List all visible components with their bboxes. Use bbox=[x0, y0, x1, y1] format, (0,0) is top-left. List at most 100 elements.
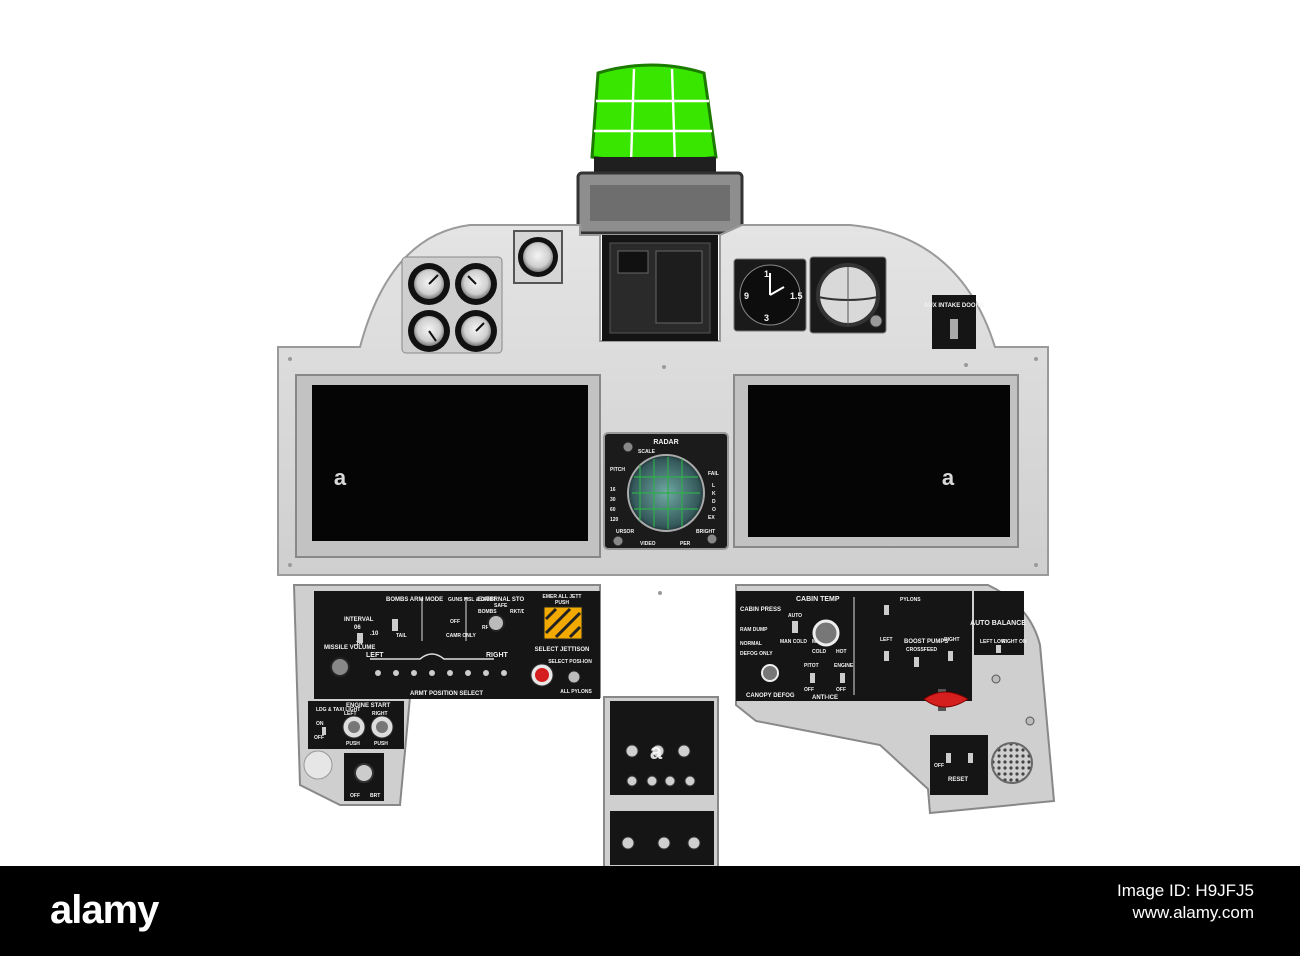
armt-position-switch[interactable] bbox=[501, 670, 507, 676]
cabin-temp-knob[interactable] bbox=[812, 619, 840, 647]
radar-title: RADAR bbox=[653, 439, 678, 446]
radar-side-mark: EX bbox=[708, 515, 715, 521]
pedestal-panel-2 bbox=[610, 735, 714, 795]
all-pylons-label: ALL PYLONS bbox=[560, 689, 592, 695]
reset-label: RESET bbox=[948, 777, 968, 783]
radar-knob-bright[interactable] bbox=[706, 533, 718, 545]
cabin-press-label: CABIN PRESS bbox=[740, 607, 781, 613]
right-mfd-screen bbox=[748, 385, 1010, 537]
brightness-brt-label: BRT bbox=[370, 793, 380, 799]
interval-value: .10 bbox=[370, 631, 379, 637]
hot-label: HOT bbox=[836, 649, 847, 655]
engine-start-left-label: LEFT bbox=[344, 711, 357, 717]
missile-volume-label: MISSILE VOLUME bbox=[324, 645, 375, 651]
radar-cursor-label: URSOR bbox=[616, 529, 634, 535]
interval-selector-switch[interactable] bbox=[357, 633, 363, 643]
boost-left-switch[interactable] bbox=[884, 651, 889, 661]
select-position-label: SELECT POSI-ION bbox=[548, 659, 592, 665]
pedestal-knob[interactable] bbox=[687, 836, 701, 850]
lower-right-switch[interactable] bbox=[968, 753, 973, 763]
auto-balance-label: AUTO BALANCE bbox=[970, 620, 1026, 627]
armt-position-select-label: ARMT POSITION SELECT bbox=[410, 691, 483, 697]
select-jettison-button[interactable] bbox=[535, 668, 549, 682]
emergency-red-handle-icon[interactable] bbox=[923, 689, 969, 711]
cold-label: COLD bbox=[812, 649, 827, 655]
bombs-arm-mode-switch[interactable] bbox=[392, 619, 398, 631]
pitot-switch[interactable] bbox=[810, 673, 815, 683]
armt-position-switch[interactable] bbox=[375, 670, 381, 676]
pedestal-knob[interactable] bbox=[651, 744, 665, 758]
cabin-press-switch[interactable] bbox=[792, 621, 798, 633]
pedestal-knob[interactable] bbox=[626, 775, 638, 787]
radar-knob-scale[interactable] bbox=[622, 441, 634, 453]
lower-right-switch[interactable] bbox=[946, 753, 951, 763]
safe-label: SAFE bbox=[494, 603, 508, 609]
engine-start-right-button[interactable] bbox=[376, 721, 388, 733]
external-stores-knob[interactable] bbox=[487, 614, 505, 632]
footer-logo[interactable]: alamy bbox=[50, 888, 159, 932]
camr-only-label: CAMR ONLY bbox=[446, 633, 476, 639]
armt-position-switch[interactable] bbox=[483, 670, 489, 676]
pedestal-knob[interactable] bbox=[664, 775, 676, 787]
boost-right-label: RIGHT bbox=[944, 637, 960, 643]
svg-text:1.5: 1.5 bbox=[790, 291, 803, 301]
watermark-group: a a a bbox=[334, 465, 955, 764]
boost-left-label: LEFT bbox=[880, 637, 893, 643]
defog-only-label: DEFOG ONLY bbox=[740, 651, 773, 657]
pedestal-knob[interactable] bbox=[657, 836, 671, 850]
brightness-panel: OFF BRT bbox=[344, 753, 384, 801]
cockpit-vent-icon bbox=[303, 750, 333, 780]
speaker-grille-icon bbox=[991, 742, 1033, 784]
pedestal-knob[interactable] bbox=[677, 744, 691, 758]
engine-off-label: OFF bbox=[836, 687, 846, 693]
select-jettison-label: SELECT JETTISON bbox=[535, 647, 590, 653]
auto-balance-switch[interactable] bbox=[996, 645, 1001, 653]
left-mfd-screen bbox=[312, 385, 588, 541]
left-mfd bbox=[295, 374, 601, 558]
emer-all-jett-button[interactable] bbox=[543, 606, 583, 640]
reset-off-label: OFF bbox=[934, 763, 944, 769]
brightness-knob[interactable] bbox=[354, 763, 374, 783]
radar-range-mark: 120 bbox=[610, 517, 619, 523]
right-on-label: RIGHT ON bbox=[1002, 639, 1027, 645]
watermark-letter: a bbox=[942, 465, 955, 490]
pedestal-knob[interactable] bbox=[621, 836, 635, 850]
armt-position-switch[interactable] bbox=[429, 670, 435, 676]
svg-text:9: 9 bbox=[744, 291, 749, 301]
watermark-letter: a bbox=[650, 739, 663, 764]
svg-text:3: 3 bbox=[764, 313, 769, 323]
armt-position-switch[interactable] bbox=[393, 670, 399, 676]
armt-position-switch[interactable] bbox=[465, 670, 471, 676]
bombs-arm-mode-label: BOMBS ARM MODE bbox=[386, 597, 443, 603]
canopy-defog-knob[interactable] bbox=[761, 664, 779, 682]
pedestal-panel-1 bbox=[610, 701, 714, 741]
right-mfd bbox=[733, 374, 1019, 548]
engine-anti-ice-switch[interactable] bbox=[840, 673, 845, 683]
armt-position-switch[interactable] bbox=[411, 670, 417, 676]
radar-video-label: VIDEO bbox=[640, 541, 656, 547]
radar-grid bbox=[632, 457, 700, 529]
select-jettison-selector[interactable] bbox=[567, 670, 581, 684]
aux-intake-doors-switch[interactable] bbox=[950, 319, 958, 339]
attitude-indicator-icon bbox=[809, 256, 887, 334]
aircraft-silhouette-icon bbox=[370, 653, 494, 660]
pedestal-knob[interactable] bbox=[625, 744, 639, 758]
ldg-taxi-light-switch[interactable] bbox=[322, 727, 326, 735]
gauge-1-icon bbox=[408, 263, 450, 305]
hud-control-knob-block bbox=[617, 250, 649, 274]
hud-housing-face bbox=[590, 185, 730, 221]
missile-volume-knob[interactable] bbox=[330, 657, 350, 677]
crossfeed-switch[interactable] bbox=[914, 657, 919, 667]
engine-start-left-button[interactable] bbox=[348, 721, 360, 733]
clock-gauge-icon: 1 1.5 3 9 bbox=[733, 258, 807, 332]
pylons-switch[interactable] bbox=[884, 605, 889, 615]
console-screw bbox=[1025, 716, 1035, 726]
radar-knob-cursor[interactable] bbox=[612, 535, 624, 547]
pedestal-knob[interactable] bbox=[646, 775, 658, 787]
pedestal-knob[interactable] bbox=[684, 775, 696, 787]
console-screw bbox=[991, 674, 1001, 684]
armt-position-switch[interactable] bbox=[447, 670, 453, 676]
boost-right-switch[interactable] bbox=[948, 651, 953, 661]
footer-url[interactable]: www.alamy.com bbox=[1132, 903, 1254, 922]
